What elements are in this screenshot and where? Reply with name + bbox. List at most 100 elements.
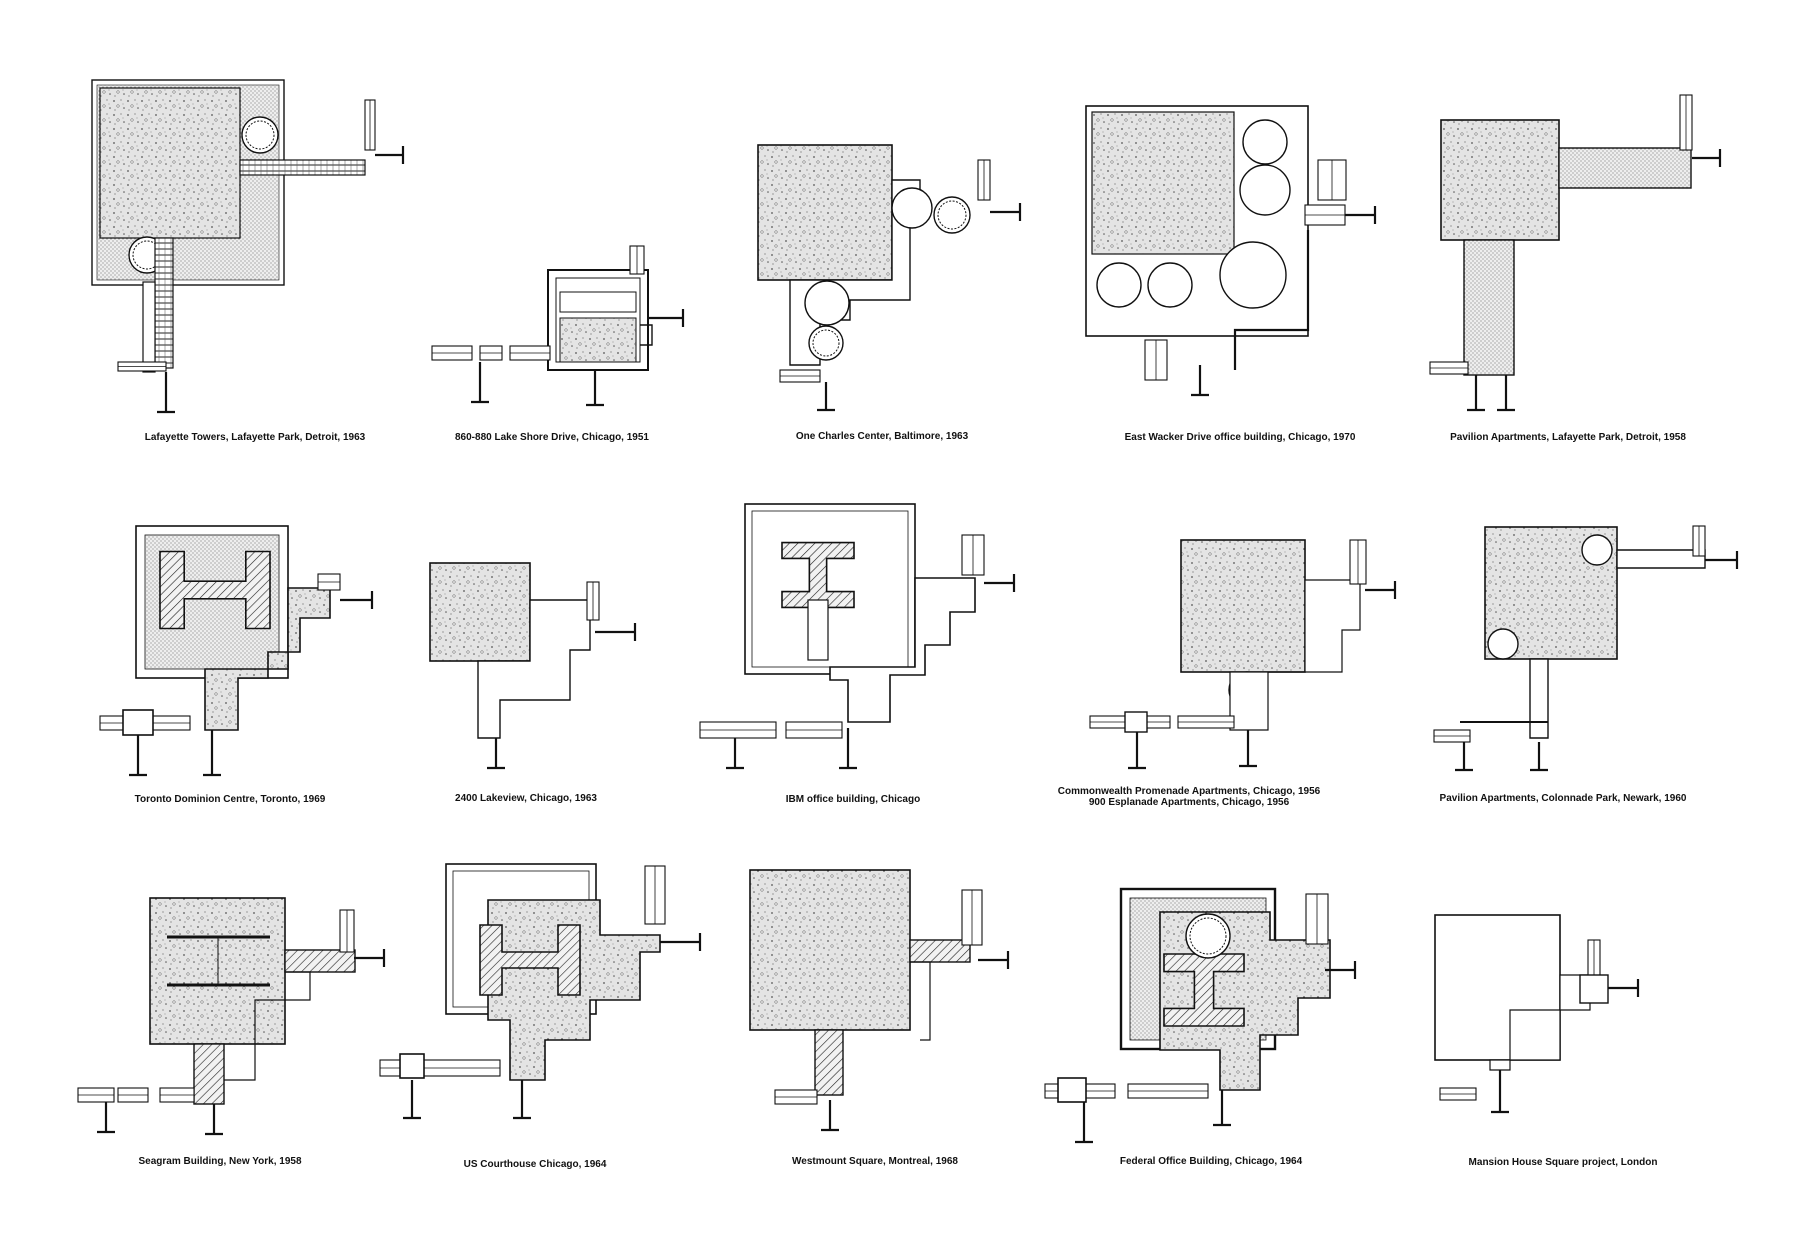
radiator-horizontal [239, 159, 366, 176]
pipe-c [804, 280, 850, 326]
duct-e [1219, 241, 1287, 309]
steel-h-section [479, 924, 581, 996]
mullion-glass-right [364, 99, 376, 151]
mullion-glass-bottom [774, 1089, 818, 1105]
caption-line: Commonwealth Promenade Apartments, Chica… [1057, 786, 1321, 797]
radiator-vertical [154, 237, 174, 369]
duct-d [1147, 262, 1193, 308]
caption-one-charles-center: One Charles Center, Baltimore, 1963 [796, 431, 968, 442]
window-unit-b [1177, 715, 1235, 729]
concrete-core [99, 87, 241, 239]
caption-line: Mansion House Square project, London [1468, 1157, 1658, 1168]
concrete-column [429, 562, 531, 662]
detail-pavilion-lafayette [1429, 94, 1722, 412]
pipe-inner-ring [937, 200, 967, 230]
caption-pavilion-colonnade: Pavilion Apartments, Colonnade Park, New… [1440, 793, 1687, 804]
mullion-glass-top [629, 245, 645, 275]
mullion-glass-right [586, 581, 600, 621]
duct-b [1239, 164, 1291, 216]
steel-i-section [781, 541, 855, 609]
mullion-glass-right [1587, 939, 1601, 981]
caption-2400-lakeview: 2400 Lakeview, Chicago, 1963 [455, 793, 597, 804]
mullion-glass-bottom [779, 369, 821, 383]
caption-line: 2400 Lakeview, Chicago, 1963 [455, 793, 597, 804]
caption-line: Toronto Dominion Centre, Toronto, 1969 [134, 794, 326, 805]
caption-east-wacker-drive: East Wacker Drive office building, Chica… [1125, 432, 1356, 443]
caption-line: Federal Office Building, Chicago, 1964 [1119, 1156, 1303, 1167]
duct-c [1096, 262, 1142, 308]
pipe-a [1581, 534, 1613, 566]
cladding-profile [1229, 579, 1361, 731]
web-spacer [807, 599, 829, 661]
window-unit-b [149, 715, 191, 731]
detail-east-wacker-drive [1085, 105, 1377, 397]
caption-federal-office: Federal Office Building, Chicago, 1964 [1120, 1156, 1302, 1167]
pipe-b [1487, 628, 1519, 660]
caption-ibm-office: IBM office building, Chicago [786, 794, 920, 805]
cover-plate [559, 291, 637, 313]
detail-lafayette-towers [91, 79, 405, 414]
detail-one-charles-center [757, 144, 1022, 412]
window-unit-b [419, 1059, 501, 1077]
caption-pavilion-lafayette: Pavilion Apartments, Lafayette Park, Det… [1450, 432, 1686, 443]
cladding-line [224, 971, 311, 1081]
detail-2400-lakeview [429, 562, 637, 770]
concrete-core [1091, 111, 1235, 255]
pipe-a [891, 187, 933, 229]
detail-pavilion-colonnade [1433, 525, 1739, 772]
window-unit-b [479, 345, 503, 361]
caption-line: US Courthouse Chicago, 1964 [463, 1159, 607, 1170]
mullion-square [399, 1053, 425, 1079]
cladding-line [910, 961, 931, 1041]
wall-strip [142, 281, 156, 373]
concrete-step [204, 587, 331, 731]
mullion-box [1579, 974, 1609, 1004]
caption-860-880-lake-shore: 860-880 Lake Shore Drive, Chicago, 1951 [455, 432, 649, 443]
caption-westmount-square: Westmount Square, Montreal, 1968 [792, 1156, 958, 1167]
concrete-column [1440, 119, 1560, 241]
mullion-glass-right [644, 865, 666, 925]
mullion-glass-right [1692, 525, 1706, 557]
mullion-glass-bottom [1429, 361, 1469, 375]
caption-us-courthouse: US Courthouse Chicago, 1964 [464, 1159, 607, 1170]
window-unit-a [77, 1087, 115, 1103]
cladding-profile [477, 599, 591, 739]
window-unit-b [785, 721, 843, 739]
mullion-glass-right [339, 909, 355, 953]
caption-line: Pavilion Apartments, Lafayette Park, Det… [1450, 432, 1686, 443]
concrete-column [757, 144, 893, 281]
mullion-box-right [317, 573, 341, 591]
caption-commonwealth-promenade: Commonwealth Promenade Apartments, Chica… [1058, 786, 1320, 808]
caption-mansion-house: Mansion House Square project, London [1469, 1157, 1658, 1168]
concrete-column [1180, 539, 1306, 673]
pipe-inner-ring [245, 120, 275, 150]
detail-860-880-lake-shore [431, 245, 685, 407]
mullion-glass-right [977, 159, 991, 201]
mullion-glass-right [1679, 94, 1693, 151]
mullion-glass-bottom [1439, 1087, 1477, 1101]
vertical-wall [1463, 239, 1515, 376]
mullion-glass-right [1349, 539, 1367, 585]
mullion-glass-right [1305, 893, 1329, 945]
concrete-column [749, 869, 911, 1031]
mullion-square [1057, 1077, 1087, 1103]
steel-i-section [1163, 953, 1245, 1027]
window-unit-c [159, 1087, 195, 1103]
caption-line: IBM office building, Chicago [785, 794, 921, 805]
mullion-glass-right [1317, 159, 1347, 201]
horizontal-wall [1558, 147, 1692, 189]
pipe-inner-ring [812, 329, 840, 357]
mullion-glass-bottom [117, 361, 167, 372]
duct-a [1242, 119, 1288, 165]
cladding-step [829, 577, 976, 723]
detail-federal-office [1044, 887, 1357, 1144]
detail-us-courthouse [379, 863, 702, 1120]
mullion-box [1304, 204, 1346, 226]
window-unit-a [699, 721, 777, 739]
steel-h-section [159, 550, 271, 630]
mullion-square [1124, 711, 1148, 733]
caption-line: East Wacker Drive office building, Chica… [1124, 432, 1356, 443]
window-unit-c [509, 345, 551, 361]
pipe-inner-ring [1189, 917, 1227, 955]
detail-mansion-house [1434, 914, 1640, 1114]
